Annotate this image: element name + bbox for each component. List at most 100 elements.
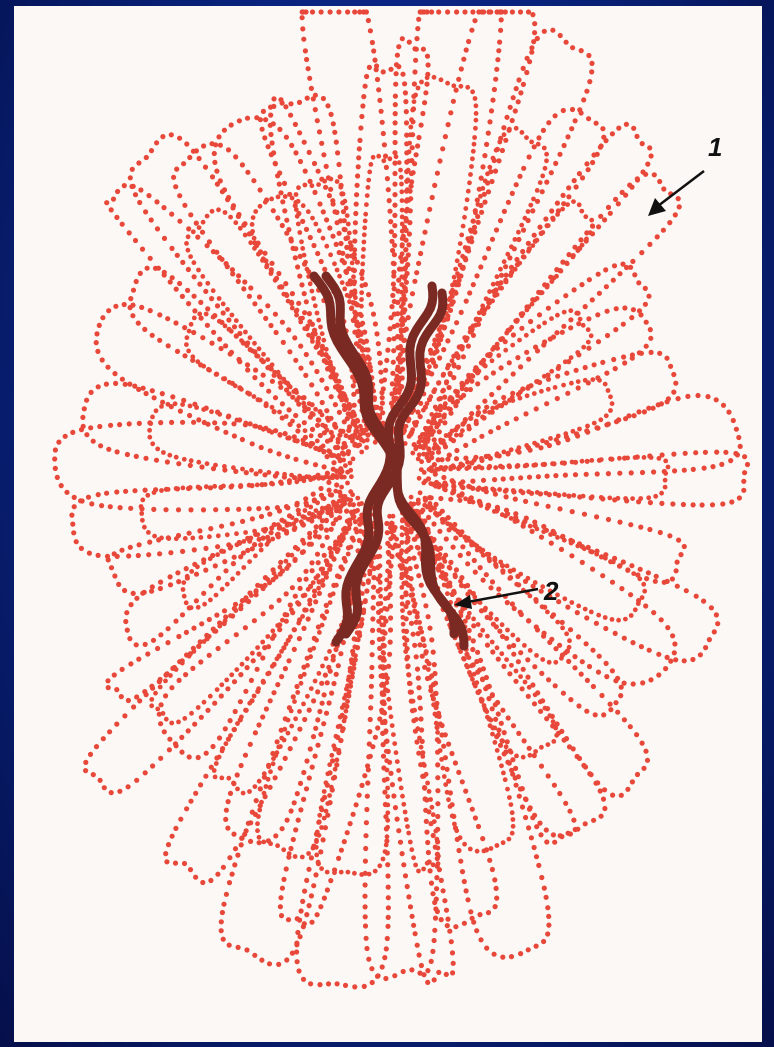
loop-dot [293, 255, 298, 260]
loop-dot [322, 816, 327, 821]
loop-dot [437, 529, 442, 534]
loop-dot [210, 744, 215, 749]
loop-dot [425, 75, 430, 80]
loop-dot [163, 679, 168, 684]
loop-dot [494, 508, 499, 513]
loop-dot [200, 335, 205, 340]
loop-dot [294, 192, 299, 197]
loop-dot [225, 264, 230, 269]
loop-dot [240, 162, 245, 167]
loop-dot [174, 486, 179, 491]
loop-dot [241, 286, 246, 291]
loop-dot [215, 552, 220, 557]
loop-dot [113, 304, 118, 309]
loop-dot [284, 218, 289, 223]
loop-dot [403, 642, 408, 647]
loop-dot [251, 658, 256, 663]
loop-dot [409, 576, 414, 581]
loop-dot [510, 601, 515, 606]
loop-dot [684, 588, 689, 593]
loop-dot [490, 867, 495, 872]
loop-dot [309, 360, 314, 365]
loop-dot [166, 842, 171, 847]
loop-dot [513, 318, 518, 323]
loop-dot [295, 600, 300, 605]
loop-dot [116, 582, 121, 587]
loop-dot [282, 208, 287, 213]
loop-dot [441, 347, 446, 352]
loop-dot [352, 662, 357, 667]
loop-dot [384, 587, 389, 592]
loop-dot [194, 572, 199, 577]
loop-dot [190, 666, 195, 671]
loop-dot [509, 802, 514, 807]
loop-dot [378, 573, 383, 578]
loop-dot [445, 9, 450, 14]
loop-dot [411, 632, 416, 637]
loop-dot [482, 153, 487, 158]
loop-dot [290, 419, 295, 424]
loop-dot [382, 377, 387, 382]
loop-dot [245, 340, 250, 345]
loop-dot [311, 846, 316, 851]
loop-dot [442, 898, 447, 903]
loop-dot [368, 705, 373, 710]
loop-dot [438, 496, 443, 501]
loop-dot [288, 846, 293, 851]
loop-dot [594, 514, 599, 519]
loop-dot [376, 341, 381, 346]
loop-dot [547, 713, 552, 718]
loop-dot [252, 953, 257, 958]
loop-dot [429, 371, 434, 376]
loop-dot [52, 456, 57, 461]
loop-dot [324, 347, 329, 352]
loop-dot [498, 337, 503, 342]
loop-dot [495, 346, 500, 351]
loop-dot [163, 851, 168, 856]
loop-dot [222, 187, 227, 192]
loop-dot [546, 677, 551, 682]
loop-dot [629, 613, 634, 618]
loop-dot [371, 605, 376, 610]
loop-dot [284, 135, 289, 140]
loop-dot [459, 84, 464, 89]
loop-dot [498, 28, 503, 33]
loop-dot [546, 923, 551, 928]
loop-dot [353, 229, 358, 234]
loop-dot [663, 485, 668, 490]
loop-dot [403, 267, 408, 272]
loop-dot [392, 150, 397, 155]
loop-dot [484, 489, 489, 494]
loop-dot [642, 455, 647, 460]
loop-dot [331, 681, 336, 686]
loop-dot [565, 134, 570, 139]
loop-dot [505, 787, 510, 792]
loop-dot [347, 231, 352, 236]
loop-dot [163, 693, 168, 698]
loop-dot [318, 849, 323, 854]
loop-dot [188, 404, 193, 409]
loop-dot [572, 245, 577, 250]
loop-dot [409, 690, 414, 695]
loop-dot [400, 595, 405, 600]
loop-dot [342, 260, 347, 265]
loop-dot [496, 587, 501, 592]
loop-dot [369, 684, 374, 689]
loop-dot [524, 350, 529, 355]
loop-dot [153, 691, 158, 696]
loop-dot [361, 94, 366, 99]
loop-dot [201, 560, 206, 565]
loop-dot [233, 602, 238, 607]
loop-dot [102, 785, 107, 790]
loop-dot [161, 711, 166, 716]
loop-dot [125, 452, 130, 457]
loop-dot [554, 330, 559, 335]
loop-dot [385, 803, 390, 808]
loop-dot [196, 644, 201, 649]
loop-dot [196, 460, 201, 465]
loop-dot [359, 313, 364, 318]
loop-dot [564, 631, 569, 636]
loop-dot [380, 964, 385, 969]
loop-dot [223, 726, 228, 731]
loop-dot [178, 817, 183, 822]
